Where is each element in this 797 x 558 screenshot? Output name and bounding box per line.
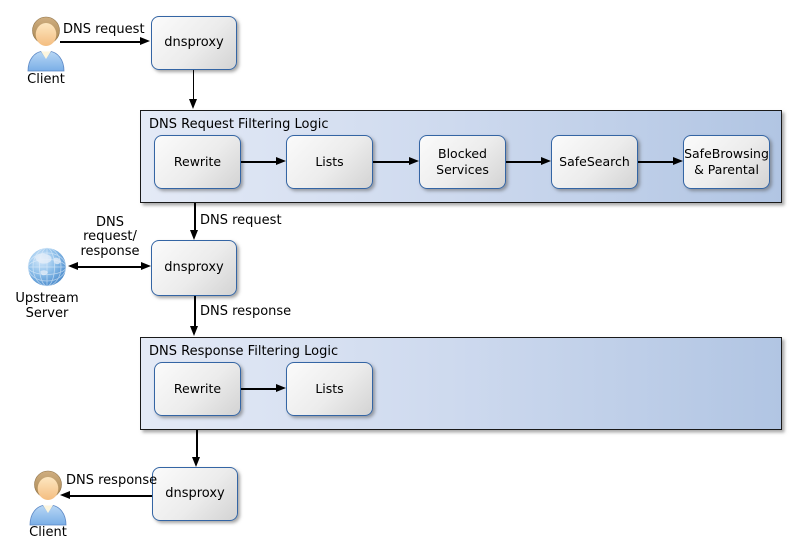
step-lists-request: Lists — [286, 135, 373, 189]
step-rewrite-response: Rewrite — [154, 362, 241, 416]
step-lists-response: Lists — [286, 362, 373, 416]
client-bottom-label: Client — [29, 525, 67, 540]
request-logic-title: DNS Request Filtering Logic — [149, 117, 329, 132]
client-bottom — [26, 468, 70, 526]
dns-request-label-middle: DNS request — [200, 213, 282, 228]
client-top-label: Client — [27, 72, 65, 87]
upstream-server-label: Upstream Server — [15, 291, 79, 321]
arrowhead-down — [190, 326, 199, 336]
globe-icon — [27, 247, 67, 287]
step-safesearch: SafeSearch — [551, 135, 638, 189]
arrowhead-right — [140, 37, 150, 45]
arrowhead-right — [276, 157, 286, 165]
dns-response-label-bottom: DNS response — [66, 473, 158, 488]
arrowhead-down — [190, 230, 199, 240]
person-icon — [27, 16, 65, 72]
dns-request-response-label: DNS request/ response — [80, 215, 140, 259]
client-top — [24, 14, 68, 72]
arrowhead-down — [188, 99, 197, 109]
arrowhead-left — [68, 262, 78, 270]
step-blocked-services: Blocked Services — [419, 135, 506, 189]
request-filtering-logic-container: DNS Request Filtering Logic Rewrite List… — [140, 110, 782, 203]
dns-response-label-middle: DNS response — [200, 304, 292, 319]
upstream-server — [27, 247, 67, 287]
step-safebrowsing-parental: SafeBrowsing & Parental — [683, 135, 770, 189]
dnsproxy-node-top: dnsproxy — [151, 16, 237, 70]
response-filtering-logic-container: DNS Response Filtering Logic Rewrite Lis… — [140, 337, 782, 430]
dnsproxy-node-middle: dnsproxy — [151, 240, 237, 296]
arrowhead-right — [141, 262, 151, 270]
person-icon — [29, 470, 67, 526]
arrowhead-right — [673, 157, 683, 165]
step-rewrite-request: Rewrite — [154, 135, 241, 189]
arrowhead-left — [60, 491, 70, 499]
arrowhead-right — [409, 157, 419, 165]
dnsproxy-node-bottom: dnsproxy — [152, 467, 238, 521]
dns-request-label-top: DNS request — [63, 22, 145, 37]
response-logic-title: DNS Response Filtering Logic — [149, 344, 339, 359]
arrowhead-right — [276, 384, 286, 392]
arrowhead-down — [192, 457, 201, 467]
arrowhead-right — [541, 157, 551, 165]
